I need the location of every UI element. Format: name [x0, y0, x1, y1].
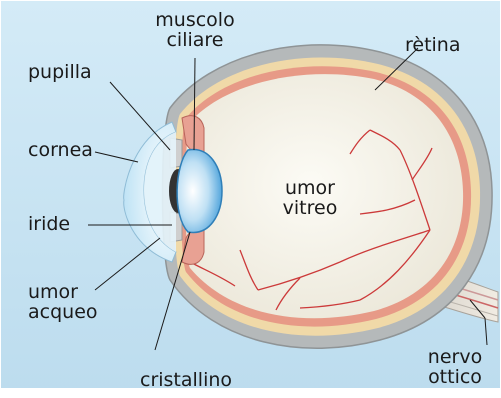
label-nervo-ottico-line2: ottico — [413, 367, 497, 387]
label-umor-acqueo-line1: umor — [28, 282, 98, 302]
label-nervo-ottico: nervo ottico — [413, 347, 497, 387]
label-pupilla: pupilla — [28, 62, 92, 82]
label-retina: rètina — [405, 35, 461, 55]
label-muscolo-ciliare-line1: muscolo — [140, 10, 250, 30]
label-cristallino: cristallino — [140, 370, 232, 390]
label-umor-vitreo-line1: umor — [262, 178, 358, 198]
label-umor-vitreo-line2: vitreo — [262, 198, 358, 218]
label-nervo-ottico-line1: nervo — [413, 347, 497, 367]
bottom-strip — [0, 388, 501, 398]
label-umor-vitreo: umor vitreo — [262, 178, 358, 218]
label-muscolo-ciliare: muscolo ciliare — [140, 10, 250, 50]
label-muscolo-ciliare-line2: ciliare — [140, 30, 250, 50]
label-cornea: cornea — [28, 140, 93, 160]
label-iride: iride — [28, 214, 70, 234]
label-umor-acqueo: umor acqueo — [28, 282, 98, 322]
label-umor-acqueo-line2: acqueo — [28, 302, 98, 322]
